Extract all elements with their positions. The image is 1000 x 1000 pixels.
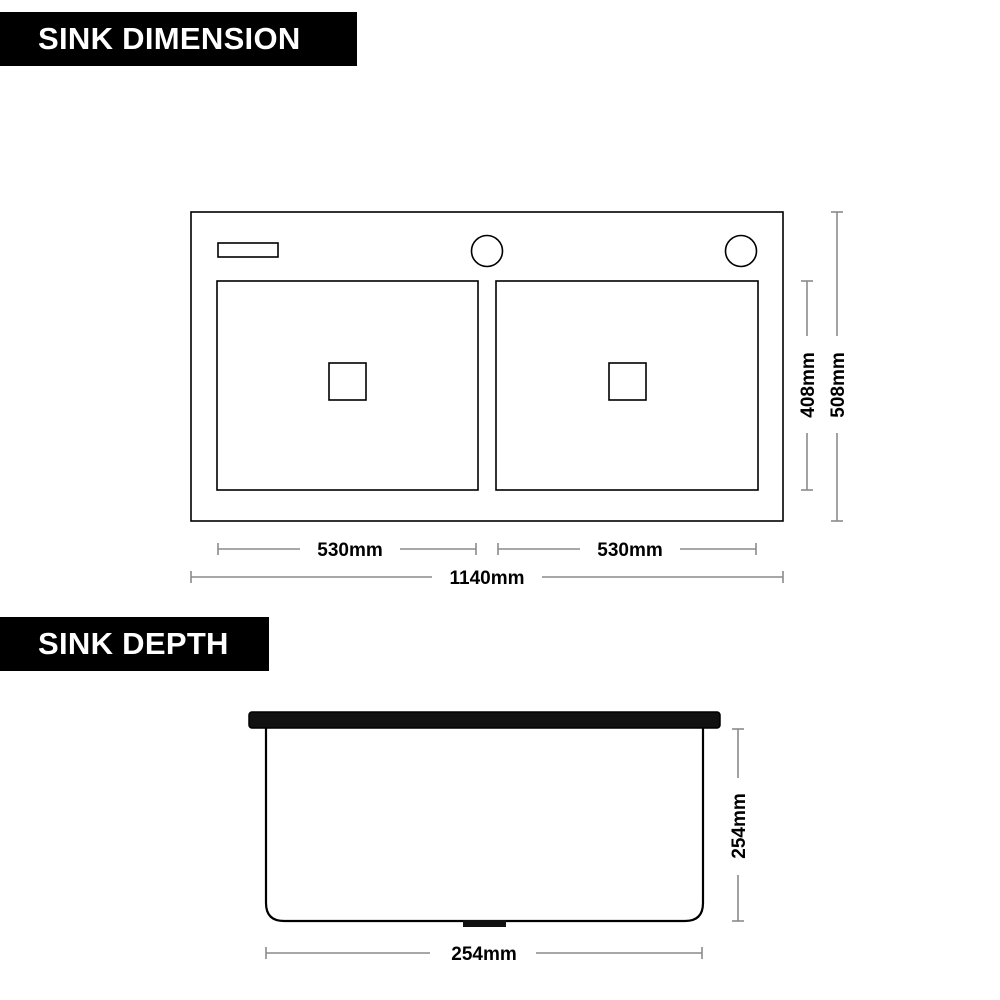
sink-dimension-title: SINK DIMENSION [38, 21, 301, 56]
sink-drain-outlet [463, 920, 506, 927]
right-basin [495, 280, 759, 491]
depth-view-dimensions [265, 728, 744, 959]
left-basin [216, 280, 479, 491]
sink-depth-title: SINK DEPTH [38, 626, 229, 661]
right-drain [608, 362, 647, 401]
sink-depth-banner: SINK DEPTH [0, 617, 269, 671]
sink-rim [248, 711, 721, 729]
overall-width-label: 1140mm [449, 568, 524, 589]
sink-outer-outline [190, 211, 784, 522]
depth-width-label: 254mm [451, 944, 517, 965]
faucet-hole-right [724, 234, 758, 268]
sink-top-view [190, 211, 784, 522]
soap-dispenser-slot [217, 242, 279, 258]
left-drain [328, 362, 367, 401]
overall-height-label: 508mm [828, 352, 849, 418]
sink-basin-profile [264, 728, 705, 923]
faucet-hole-left [470, 234, 504, 268]
basin-height-label: 408mm [798, 352, 819, 418]
sink-dimension-banner: SINK DIMENSION [0, 12, 357, 66]
left-basin-width-label: 530mm [317, 540, 383, 561]
depth-height-label: 254mm [729, 793, 750, 859]
right-basin-width-label: 530mm [597, 540, 663, 561]
top-view-height-dimensions [801, 211, 843, 522]
sink-depth-view [248, 711, 721, 927]
top-view-width-dimensions [190, 543, 784, 583]
